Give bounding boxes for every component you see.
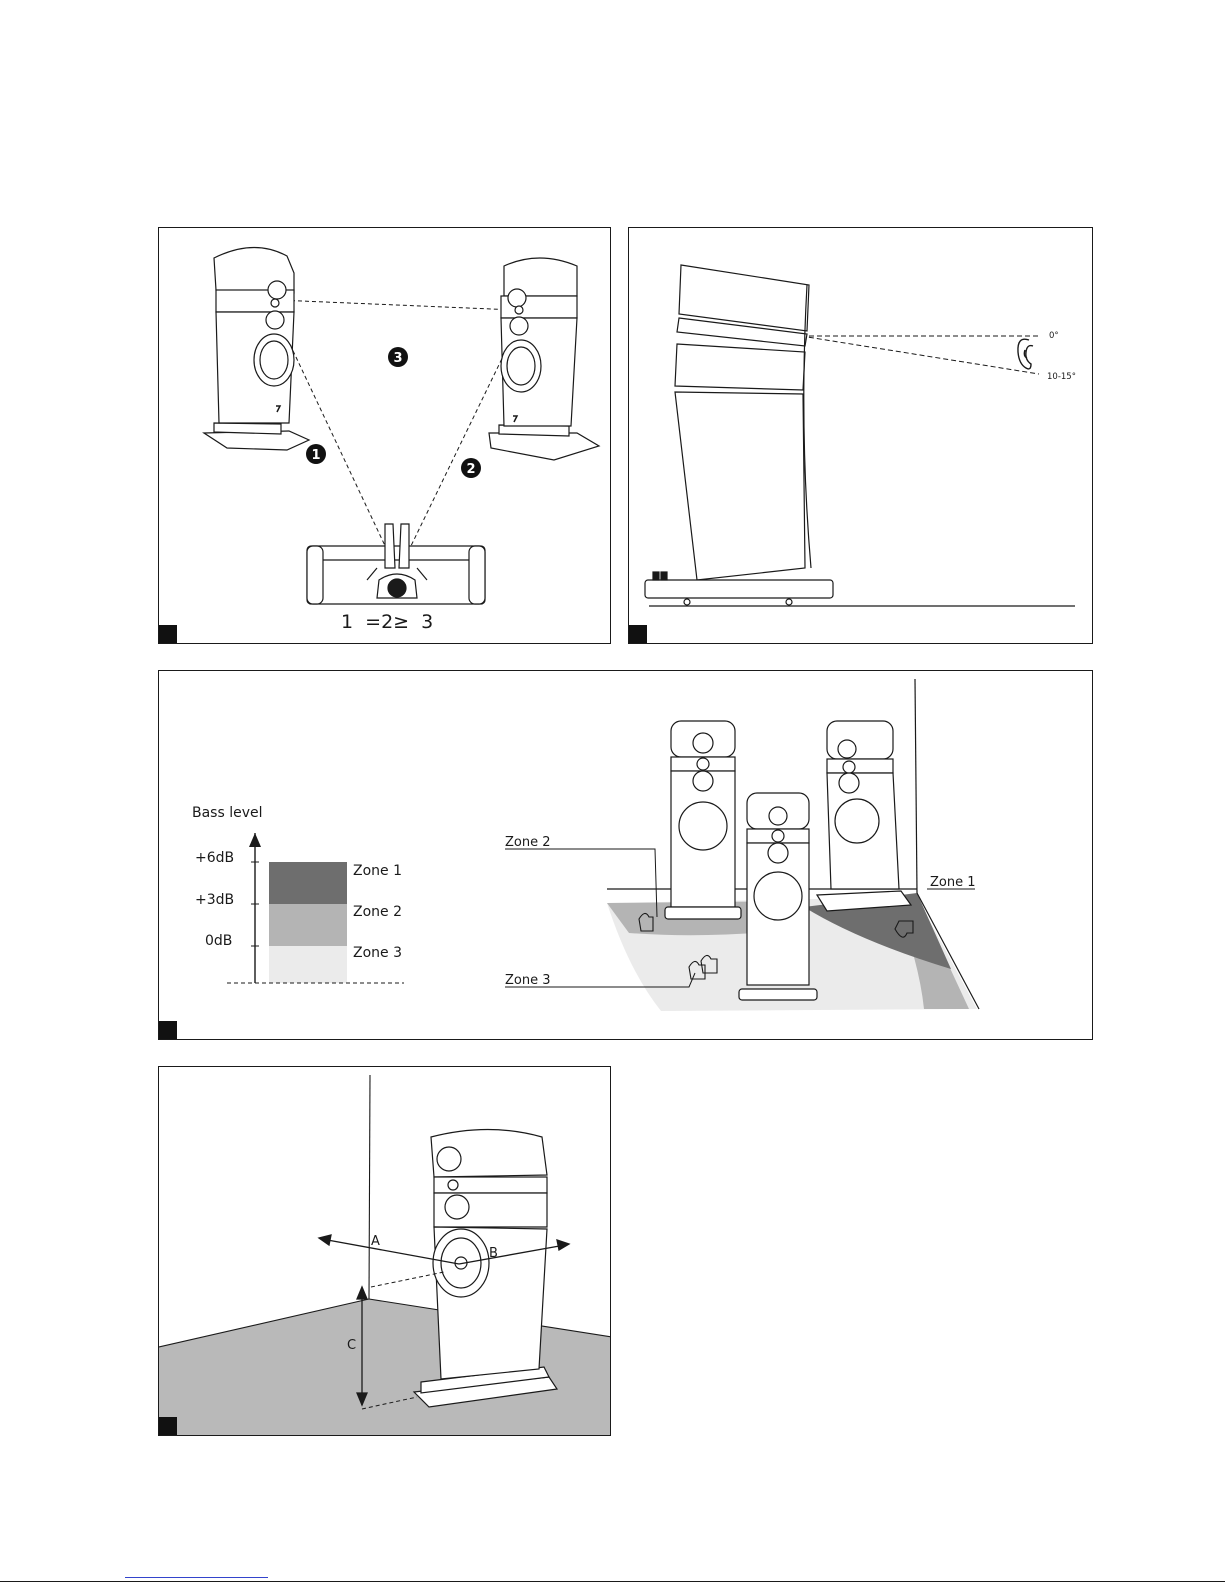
- zone-2-label: Zone 2: [353, 904, 402, 920]
- sofa-with-listener: [307, 524, 485, 604]
- tick-0db: 0dB: [205, 933, 232, 949]
- tick-plus-6db: +6dB: [195, 850, 234, 866]
- wall-distance-diagram: A B C: [159, 1067, 611, 1436]
- stereo-triangle-diagram: 3 1 2 1 =2≥ 3: [159, 228, 611, 644]
- figure-2-marker: [629, 625, 647, 643]
- speaker-to-speaker-line: [277, 300, 516, 310]
- figure-2-panel: 0° 10-15°: [628, 227, 1093, 644]
- zone-2-bar: [269, 904, 347, 946]
- left-speaker: [204, 247, 309, 450]
- zone-3-bar: [269, 946, 347, 983]
- distance-equation: 1 =2≥ 3: [341, 611, 433, 633]
- dimension-c-label: C: [347, 1338, 356, 1353]
- angle-label-0: 0°: [1049, 331, 1059, 341]
- bass-level-arrow: [249, 833, 261, 847]
- ear-icon: [1018, 339, 1033, 369]
- listening-angle-lines: [801, 336, 1039, 374]
- right-speaker-base: [489, 433, 599, 460]
- listening-lines: [277, 300, 516, 550]
- figure-4-marker: [159, 1417, 177, 1435]
- room-zone-3-label: Zone 3: [505, 973, 551, 988]
- footer-link-underline[interactable]: [125, 1577, 268, 1578]
- figure-1-marker: [159, 625, 177, 643]
- right-speaker: [489, 258, 599, 460]
- svg-text:3: 3: [393, 351, 402, 366]
- wall-corner-line: [915, 679, 917, 893]
- listener-right-leg: [399, 524, 409, 568]
- distance-markers: 3 1 2: [306, 347, 481, 478]
- wall-corner-line: [369, 1075, 370, 1299]
- figure-1-panel: 3 1 2 1 =2≥ 3: [158, 227, 611, 644]
- zone-1-bar: [269, 862, 347, 904]
- room-scene: Zone 2 Zone 3 Zone 1: [505, 679, 979, 1011]
- tilt-angle-diagram: 0° 10-15°: [629, 228, 1093, 644]
- bass-level-title: Bass level: [192, 805, 263, 821]
- room-zone-2-label: Zone 2: [505, 835, 551, 850]
- bass-level-chart: Bass level +6dB +3dB 0dB Zone 1 Zone 2 Z…: [192, 805, 404, 983]
- speaker-zone-3: [739, 793, 817, 1000]
- speaker-base: [645, 580, 833, 598]
- svg-text:1: 1: [311, 448, 320, 463]
- svg-text:2: 2: [466, 462, 475, 477]
- listener-head: [388, 579, 406, 597]
- zone-3-label: Zone 3: [353, 945, 402, 961]
- speaker-zone-2: [665, 721, 741, 919]
- figure-3-marker: [159, 1021, 177, 1039]
- speaker-body: [675, 392, 805, 580]
- footer-rule: [0, 1581, 1225, 1582]
- zone-1-label: Zone 1: [353, 863, 402, 879]
- figure-4-panel: A B C: [158, 1066, 611, 1436]
- angle-label-10-15: 10-15°: [1047, 372, 1076, 382]
- dimension-a-label: A: [371, 1234, 380, 1249]
- tilted-speaker-side: [645, 265, 833, 605]
- bass-zones-diagram: Bass level +6dB +3dB 0dB Zone 1 Zone 2 Z…: [159, 671, 1093, 1040]
- left-speaker-line: [287, 338, 387, 550]
- figure-3-panel: Bass level +6dB +3dB 0dB Zone 1 Zone 2 Z…: [158, 670, 1093, 1040]
- dimension-b-label: B: [489, 1246, 498, 1261]
- tick-plus-3db: +3dB: [195, 892, 234, 908]
- listener-left-leg: [385, 524, 395, 568]
- speaker-zone-1: [817, 721, 911, 911]
- room-zone-1-label: Zone 1: [930, 875, 976, 890]
